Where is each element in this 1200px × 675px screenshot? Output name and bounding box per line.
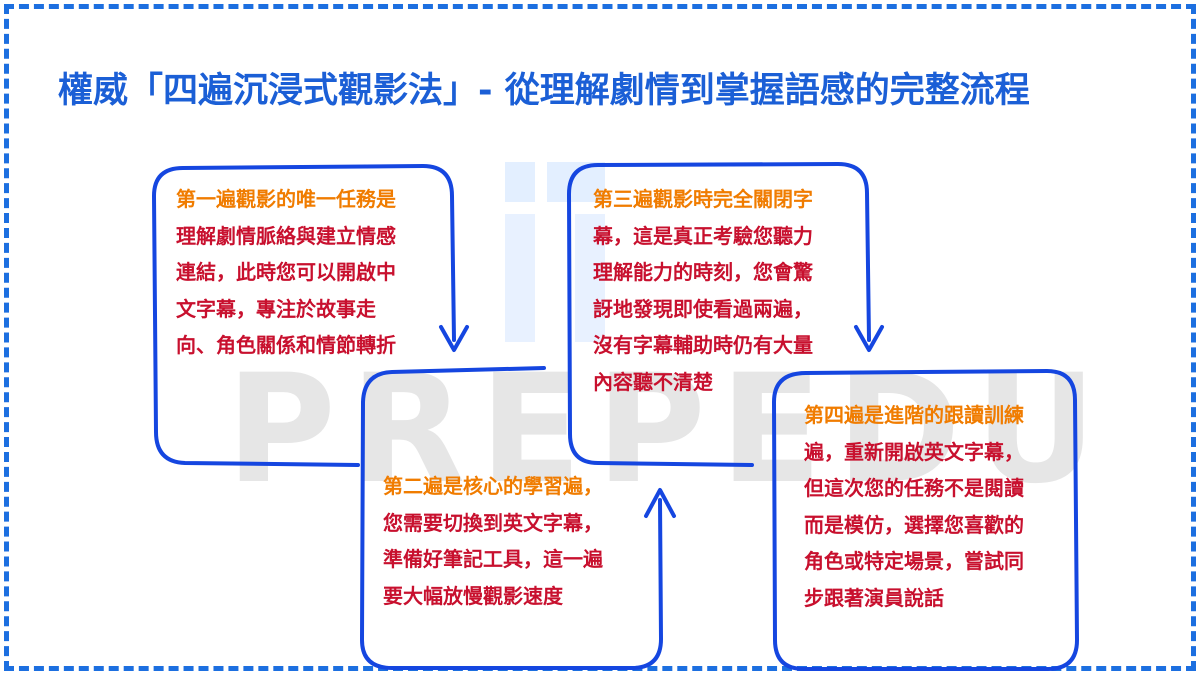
step-1-line: 連結，此時您可以開啟中	[176, 260, 396, 284]
step-1-arrow	[439, 325, 469, 352]
step-4-line: 步跟著演員說話	[804, 585, 944, 610]
step-4-line: 遍，重新開啟英文字幕，	[804, 439, 1024, 464]
step-3-line: 理解能力的時刻，您會驚	[593, 260, 813, 284]
step-3-line: 訝地發現即使看過兩遍，	[593, 296, 813, 321]
step-4-outline	[772, 369, 1079, 671]
page-title: 權威「四遍沉浸式觀影法」- 從理解劇情到掌握語感的完整流程	[58, 71, 1030, 111]
step-1-line: 文字幕，專注於故事走	[176, 296, 376, 321]
step-2-text: 第二遍是核心的學習遍， 您需要切換到英文字幕， 準備好筆記工具，這一遍 要大幅放…	[383, 468, 653, 614]
step-1-line: 向、角色關係和情節轉折	[176, 333, 396, 357]
step-2-highlight: 第二遍是核心的學習遍，	[383, 474, 603, 498]
step-3-line: 內容聽不清楚	[593, 369, 713, 394]
step-3-text: 第三遍觀影時完全關閉字 幕，這是真正考驗您聽力 理解能力的時刻，您會驚 訝地發現…	[593, 181, 863, 400]
watermark-text: PREPEDU	[226, 343, 1111, 517]
watermark-logo-icon	[505, 162, 605, 342]
step-2-line: 要大幅放慢觀影速度	[383, 583, 563, 608]
step-2-line: 準備好筆記工具，這一遍	[383, 547, 603, 571]
step-1-outline	[152, 164, 456, 467]
step-4-text: 第四遍是進階的跟讀訓練 遍，重新開啟英文字幕， 但這次您的任務不是閱讀 而是模仿…	[804, 397, 1074, 616]
step-1-line: 理解劇情脈絡與建立情感	[176, 223, 396, 248]
step-2-line: 您需要切換到英文字幕，	[383, 510, 603, 535]
step-4-highlight: 第四遍是進階的跟讀訓練	[804, 403, 1024, 427]
step-3-line: 沒有字幕輔助時仍有大量	[593, 333, 813, 357]
step-3-highlight: 第三遍觀影時完全關閉字	[593, 187, 813, 211]
step-4-line: 而是模仿，選擇您喜歡的	[804, 512, 1024, 537]
step-2-outline	[360, 366, 663, 670]
step-4-line: 但這次您的任務不是閱讀	[804, 476, 1024, 500]
step-4-line: 角色或特定場景，嘗試同	[804, 549, 1024, 573]
step-1-text: 第一遍觀影的唯一任務是 理解劇情脈絡與建立情感 連結，此時您可以開啟中 文字幕，…	[176, 181, 446, 364]
step-3-line: 幕，這是真正考驗您聽力	[593, 223, 813, 248]
step-2-arrow	[644, 488, 676, 518]
step-3-arrow	[854, 325, 884, 352]
step-3-outline	[567, 162, 871, 467]
step-1-highlight: 第一遍觀影的唯一任務是	[176, 187, 396, 211]
